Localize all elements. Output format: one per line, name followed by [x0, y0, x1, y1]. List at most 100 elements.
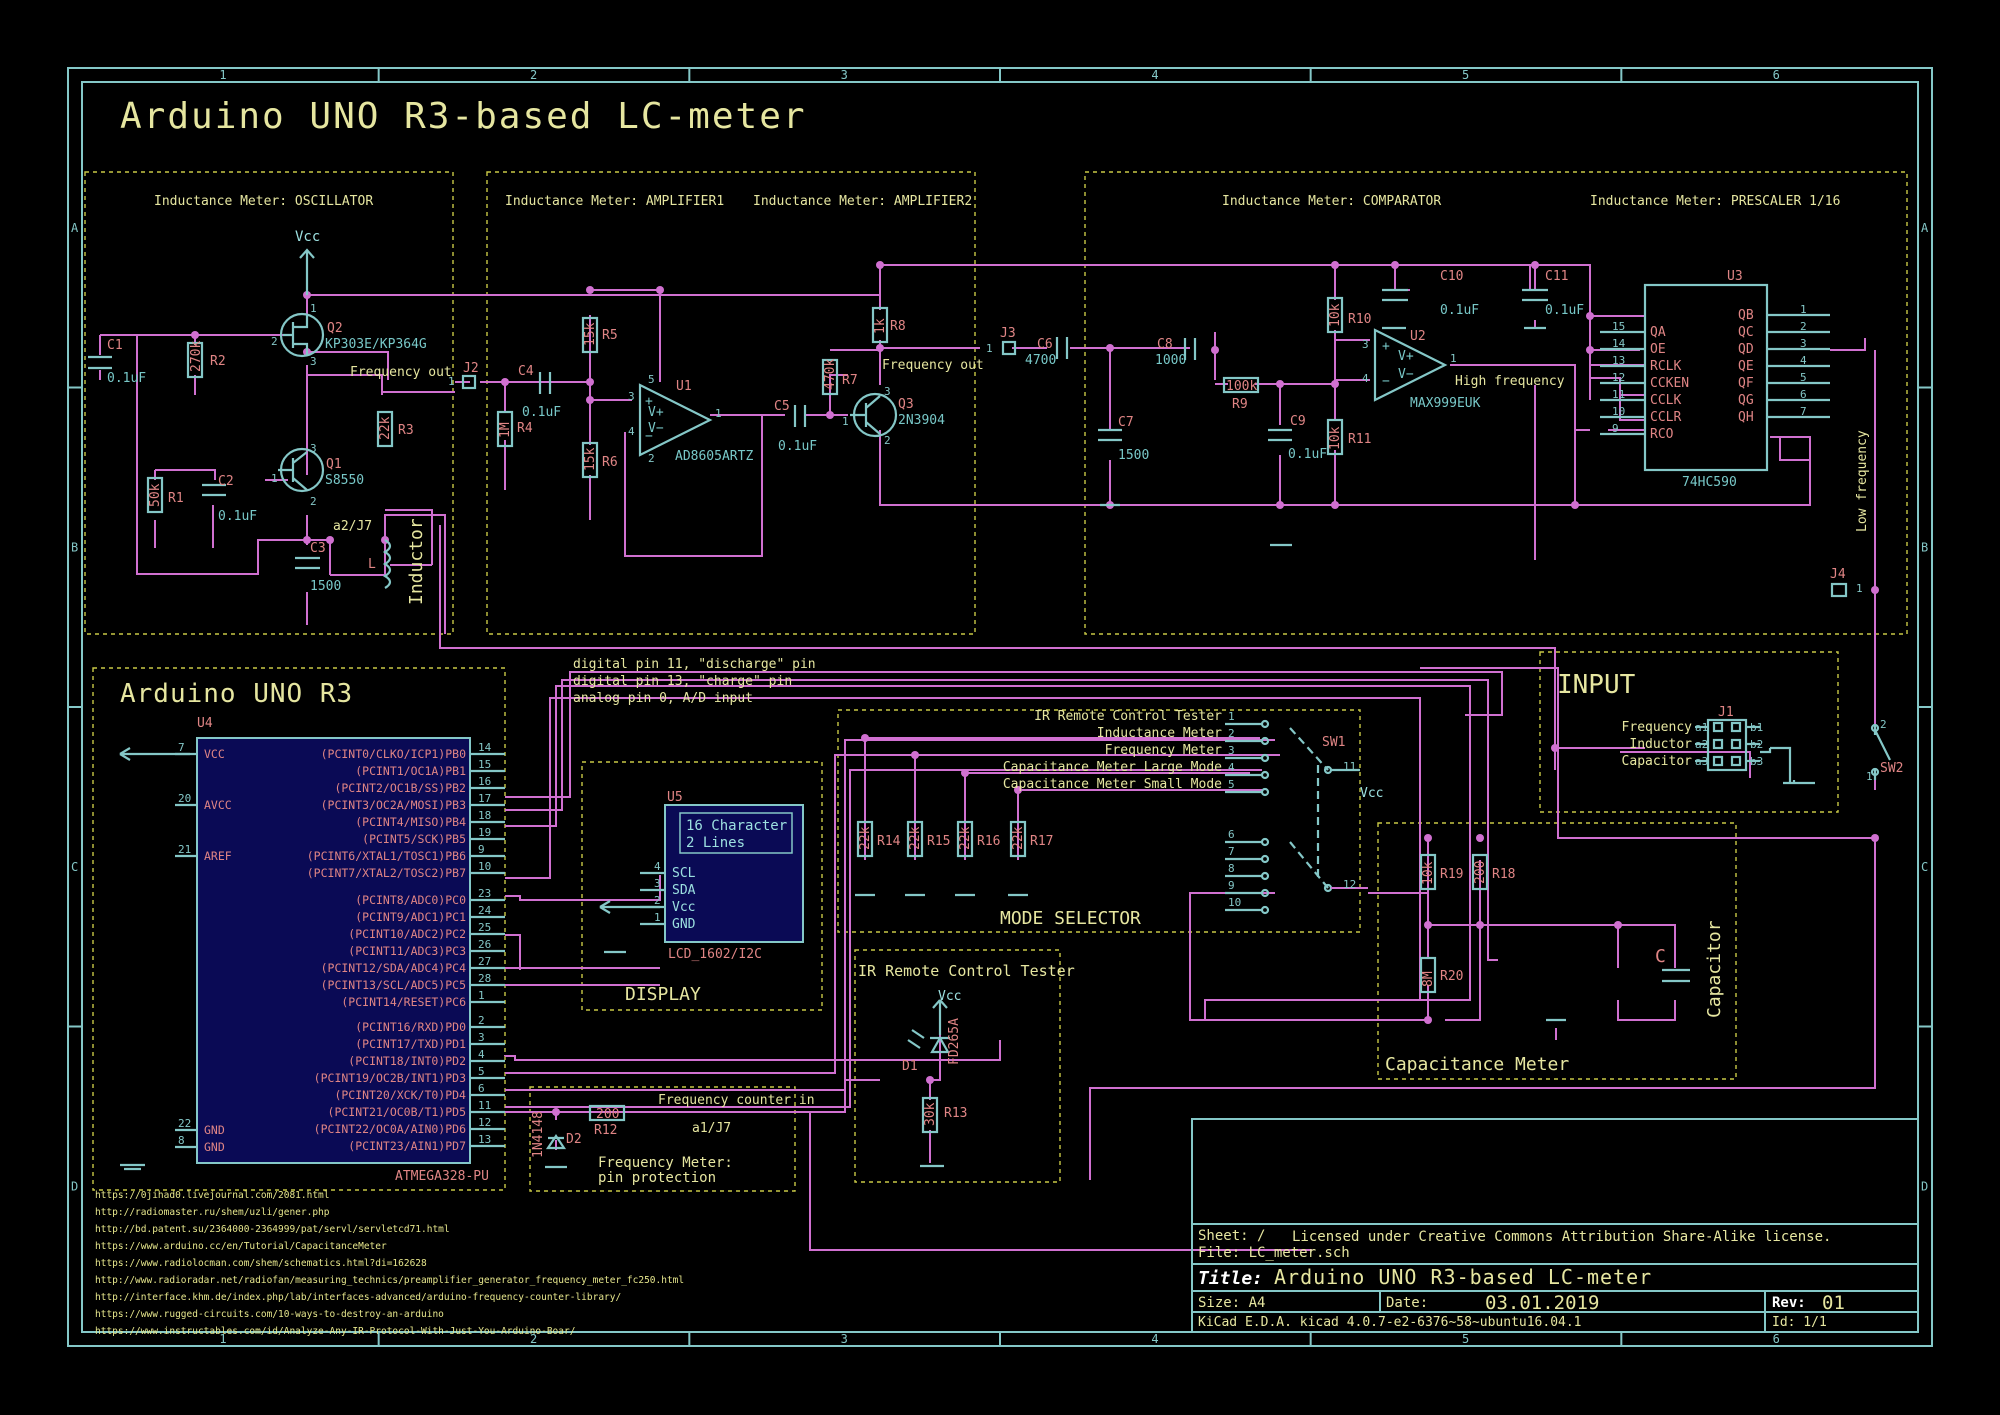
r14-value: 22k: [858, 826, 873, 850]
j1-signal-label: Inductor: [1629, 737, 1692, 752]
r17-value: 22k: [1011, 826, 1026, 850]
lcd-pin-num: 4: [654, 860, 661, 873]
u3-pin-name: OE: [1650, 342, 1666, 357]
zone-row-left-D: D: [71, 1179, 78, 1193]
r16-value: 22k: [958, 826, 973, 850]
svg-text:5: 5: [648, 373, 655, 386]
mcu-pin-name: (PCINT2/OC1B/SS)PB2: [334, 781, 466, 795]
sw1-lower-num: 7: [1228, 845, 1235, 858]
mcu-pin-num: 19: [478, 826, 491, 839]
u2-value: MAX999EUK: [1410, 396, 1481, 411]
r20-ref: R20: [1440, 969, 1463, 984]
mcu-pin-name: (PCINT3/OC2A/MOSI)PB3: [321, 798, 466, 812]
vcc-label-sw1: Vcc: [1360, 786, 1383, 801]
r18-ref: R18: [1492, 867, 1515, 882]
c2-ref: C2: [218, 474, 234, 489]
svg-text:V−: V−: [648, 421, 664, 436]
note-ana0: analog pin 0, A/D input: [573, 691, 753, 706]
mcu-pin-name: (PCINT18/INT0)PD2: [348, 1054, 466, 1068]
u3-pin-name: QA: [1650, 325, 1666, 340]
r10-ref: R10: [1348, 312, 1371, 327]
tb-rev-label: Rev:: [1772, 1295, 1806, 1311]
sw1-mode-num: 4: [1228, 761, 1235, 774]
c3-value: 1500: [310, 579, 341, 594]
inductor-label: Inductor: [406, 518, 427, 605]
c11-value: 0.1uF: [1545, 303, 1584, 318]
oscillator-parts: Vcc C1 0.1uF 270k R2 Q2 KP303E/KP364G 2 …: [88, 229, 479, 605]
r4-ref: R4: [517, 421, 533, 436]
r6-value: 15k: [583, 447, 598, 471]
mcu-pin-num: 1: [478, 989, 485, 1002]
capacitor-label: Capacitor: [1704, 920, 1725, 1018]
svg-text:1: 1: [1856, 582, 1863, 595]
mcu-pin-num: 12: [478, 1116, 491, 1129]
q1-ref: Q1: [326, 457, 342, 472]
r10-value: 10k: [1328, 303, 1343, 327]
svg-text:2: 2: [310, 495, 317, 508]
r4-value: 1M: [498, 422, 513, 438]
section-arduino: Arduino UNO R3: [120, 679, 353, 709]
mcu-pin-num: 23: [478, 887, 491, 900]
j2-ref: J2: [463, 361, 479, 376]
mcu-pin-num: 17: [478, 792, 491, 805]
c6-value: 4700: [1025, 353, 1056, 368]
mcu-pin-name: (PCINT21/OC0B/T1)PD5: [328, 1105, 466, 1119]
r18-value: 200: [1473, 861, 1488, 884]
mcu-pin-num: 20: [178, 792, 191, 805]
vcc-label-ir: Vcc: [938, 989, 961, 1004]
svg-text:3: 3: [1362, 338, 1369, 351]
mcu-pin-name: (PCINT9/ADC1)PC1: [355, 910, 466, 924]
u3-pin-num: 12: [1612, 371, 1625, 384]
c8-value: 1000: [1155, 353, 1186, 368]
svg-text:+: +: [645, 394, 653, 409]
freq-protection-parts: D2 1N4148 200 R12 Frequency counter in a…: [531, 1093, 815, 1169]
r13-ref: R13: [944, 1106, 967, 1121]
zone-row-right-C: C: [1921, 860, 1928, 874]
j1-ref: J1: [1718, 705, 1734, 720]
u3-pin-name: QG: [1738, 393, 1754, 408]
u5-value: LCD_1602/I2C: [668, 947, 762, 962]
a1j7-label: a1/J7: [692, 1121, 731, 1136]
section-freq-protect-1: Frequency Meter:: [598, 1155, 733, 1171]
sw1-lower-num: 6: [1228, 828, 1235, 841]
zone-col-bottom-5: 5: [1462, 1332, 1469, 1346]
mcu-pin-name: (PCINT23/AIN1)PD7: [348, 1139, 466, 1153]
c10-value: 0.1uF: [1440, 303, 1479, 318]
section-display: DISPLAY: [625, 984, 701, 1005]
mcu-pin-name: AVCC: [204, 798, 232, 812]
u3-pin-num: 2: [1800, 320, 1807, 333]
zone-col-bottom-1: 1: [219, 1332, 226, 1346]
r1-ref: R1: [168, 491, 184, 506]
r2-value: 270k: [189, 341, 204, 372]
section-amplifier2: Inductance Meter: AMPLIFIER2: [753, 194, 972, 209]
lcd-pin-name: Vcc: [672, 900, 695, 915]
mcu-pin-num: 26: [478, 938, 491, 951]
sw1-lower-num: 10: [1228, 896, 1241, 909]
zone-col-top-6: 6: [1773, 68, 1780, 82]
mcu-pin-num: 27: [478, 955, 491, 968]
u3-pin-num: 9: [1612, 422, 1619, 435]
c5-value: 0.1uF: [778, 439, 817, 454]
r15-ref: R15: [927, 834, 950, 849]
junction-dots: [191, 261, 1879, 1116]
lcd-line1: 16 Character: [686, 818, 787, 834]
svg-text:2: 2: [1880, 718, 1887, 731]
reference-url: http://radiomaster.ru/shem/uzli/gener.ph…: [95, 1207, 330, 1218]
high-freq-label: High frequency: [1455, 374, 1565, 389]
u3-value: 74HC590: [1682, 475, 1737, 490]
section-comparator: Inductance Meter: COMPARATOR: [1222, 194, 1441, 209]
d1-ref: D1: [902, 1059, 918, 1074]
u3-pin-num: 5: [1800, 371, 1807, 384]
sw1-com2: 12: [1343, 878, 1356, 891]
c1-value: 0.1uF: [107, 371, 146, 386]
section-boxes: [84, 171, 1908, 1192]
sw1-ref: SW1: [1322, 735, 1345, 750]
j1-signal-label: Capacitor: [1622, 754, 1693, 769]
u3-pin-name: RCO: [1650, 427, 1674, 442]
r2-ref: R2: [210, 354, 226, 369]
lcd-pin-num: 3: [654, 877, 661, 890]
svg-text:V+: V+: [1398, 349, 1414, 364]
u3-pin-num: 1: [1800, 303, 1807, 316]
amplifier-parts: C4 0.1uF 1M R4 15k R5 15k R6 + − V+ V− U…: [496, 306, 1017, 479]
